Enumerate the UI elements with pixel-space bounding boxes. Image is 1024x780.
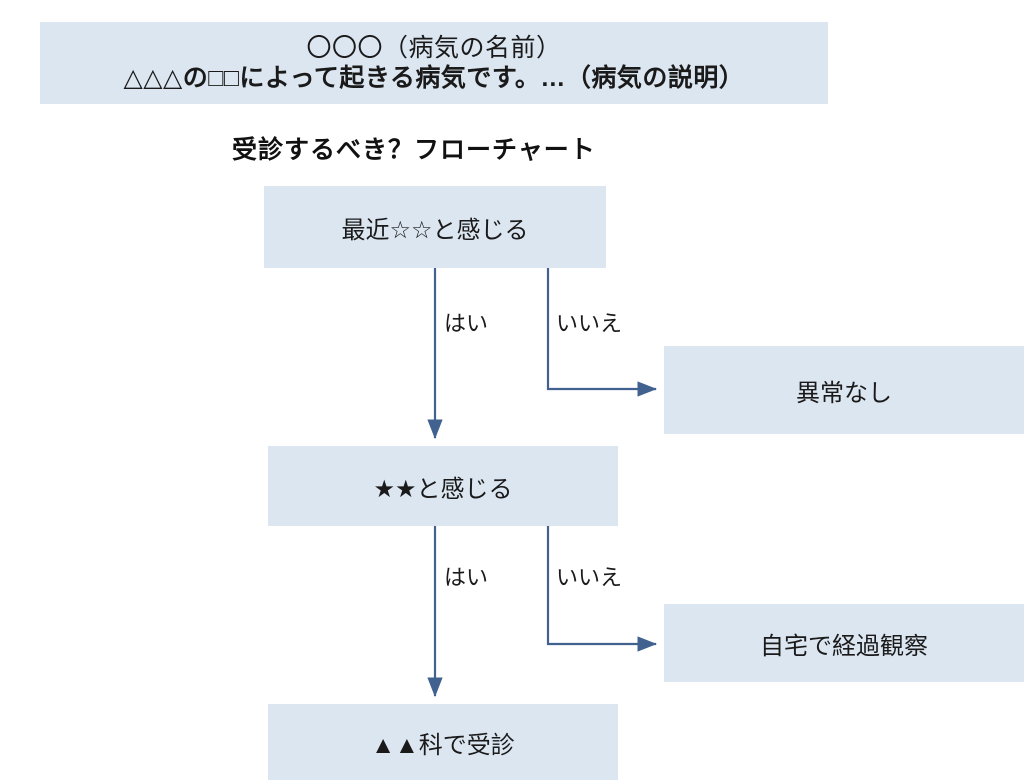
disease-header-banner: 〇〇〇（病気の名前） △△△の□□によって起きる病気です。…（病気の説明） — [40, 22, 828, 104]
edge-label-no-1: いいえ — [556, 311, 623, 336]
flowchart-title: 受診するべき？フローチャート — [232, 136, 596, 164]
node-outcome-see-doctor-label: ▲▲科で受診 — [371, 731, 515, 759]
node-outcome-no-abnormality: 異常なし — [664, 346, 1024, 434]
edge-label-yes-2: はい — [444, 565, 489, 590]
node-question-2-label: ★★と感じる — [373, 475, 513, 503]
node-outcome-home-observation-label: 自宅で経過観察 — [760, 632, 928, 660]
edge-label-no-2: いいえ — [556, 565, 623, 590]
disease-name-text: 〇〇〇（病気の名前） — [306, 34, 562, 62]
disease-description-text: △△△の□□によって起きる病気です。…（病気の説明） — [123, 64, 745, 92]
node-question-2: ★★と感じる — [268, 446, 618, 526]
node-question-1: 最近☆☆と感じる — [264, 186, 606, 268]
node-outcome-see-doctor: ▲▲科で受診 — [268, 704, 618, 780]
edge-label-yes-1: はい — [444, 311, 489, 336]
node-outcome-home-observation: 自宅で経過観察 — [664, 604, 1024, 682]
node-outcome-no-abnormality-label: 異常なし — [796, 379, 892, 407]
node-question-1-label: 最近☆☆と感じる — [341, 216, 529, 244]
